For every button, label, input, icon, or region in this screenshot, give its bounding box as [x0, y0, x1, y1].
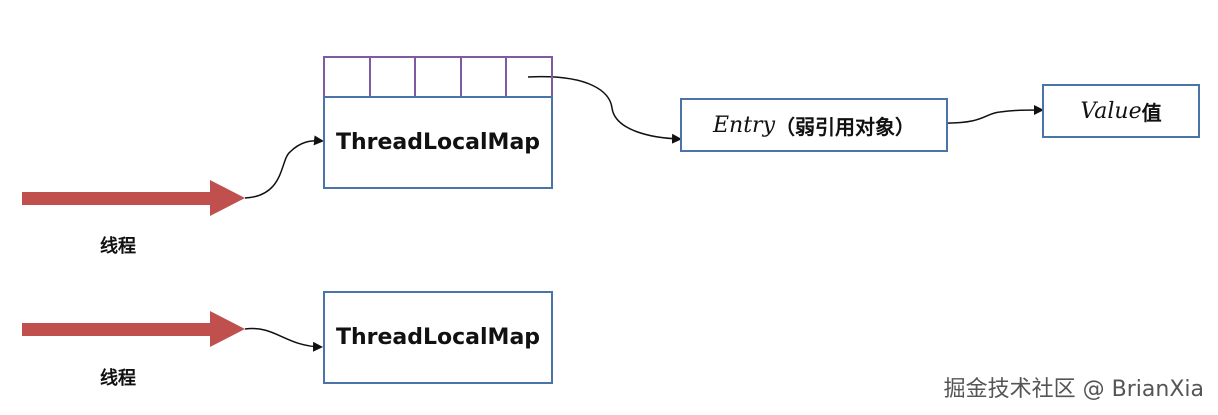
- connector-slot-entry: [527, 75, 682, 144]
- thread-arrow-1: [22, 180, 245, 216]
- entry-box: Entry （弱引用对象）: [680, 98, 948, 152]
- entry-name: Entry: [712, 112, 775, 138]
- thread-label-2: 线程: [100, 368, 136, 389]
- value-box: Value 值: [1042, 84, 1200, 138]
- entry-slot: [325, 58, 371, 98]
- thread-arrow-2: [22, 311, 245, 347]
- thread-local-map-1: ThreadLocalMap: [323, 96, 553, 189]
- connector-thread1-map: [244, 135, 324, 199]
- connector-entry-value: [941, 105, 1044, 124]
- entry-array: [323, 56, 553, 98]
- thread-label-1: 线程: [100, 236, 136, 257]
- thread-local-map-2: ThreadLocalMap: [323, 291, 553, 384]
- value-suffix: 值: [1141, 100, 1162, 125]
- entry-slot: [507, 58, 551, 98]
- connector-thread2-map: [244, 327, 323, 352]
- entry-note: （弱引用对象）: [775, 114, 915, 139]
- entry-slot: [462, 58, 508, 98]
- value-name: Value: [1080, 98, 1142, 124]
- entry-slot: [416, 58, 462, 98]
- map-label: ThreadLocalMap: [335, 130, 541, 155]
- map-label: ThreadLocalMap: [335, 325, 541, 350]
- entry-slot: [371, 58, 417, 98]
- watermark: 掘金技术社区 @ BrianXia: [943, 377, 1204, 402]
